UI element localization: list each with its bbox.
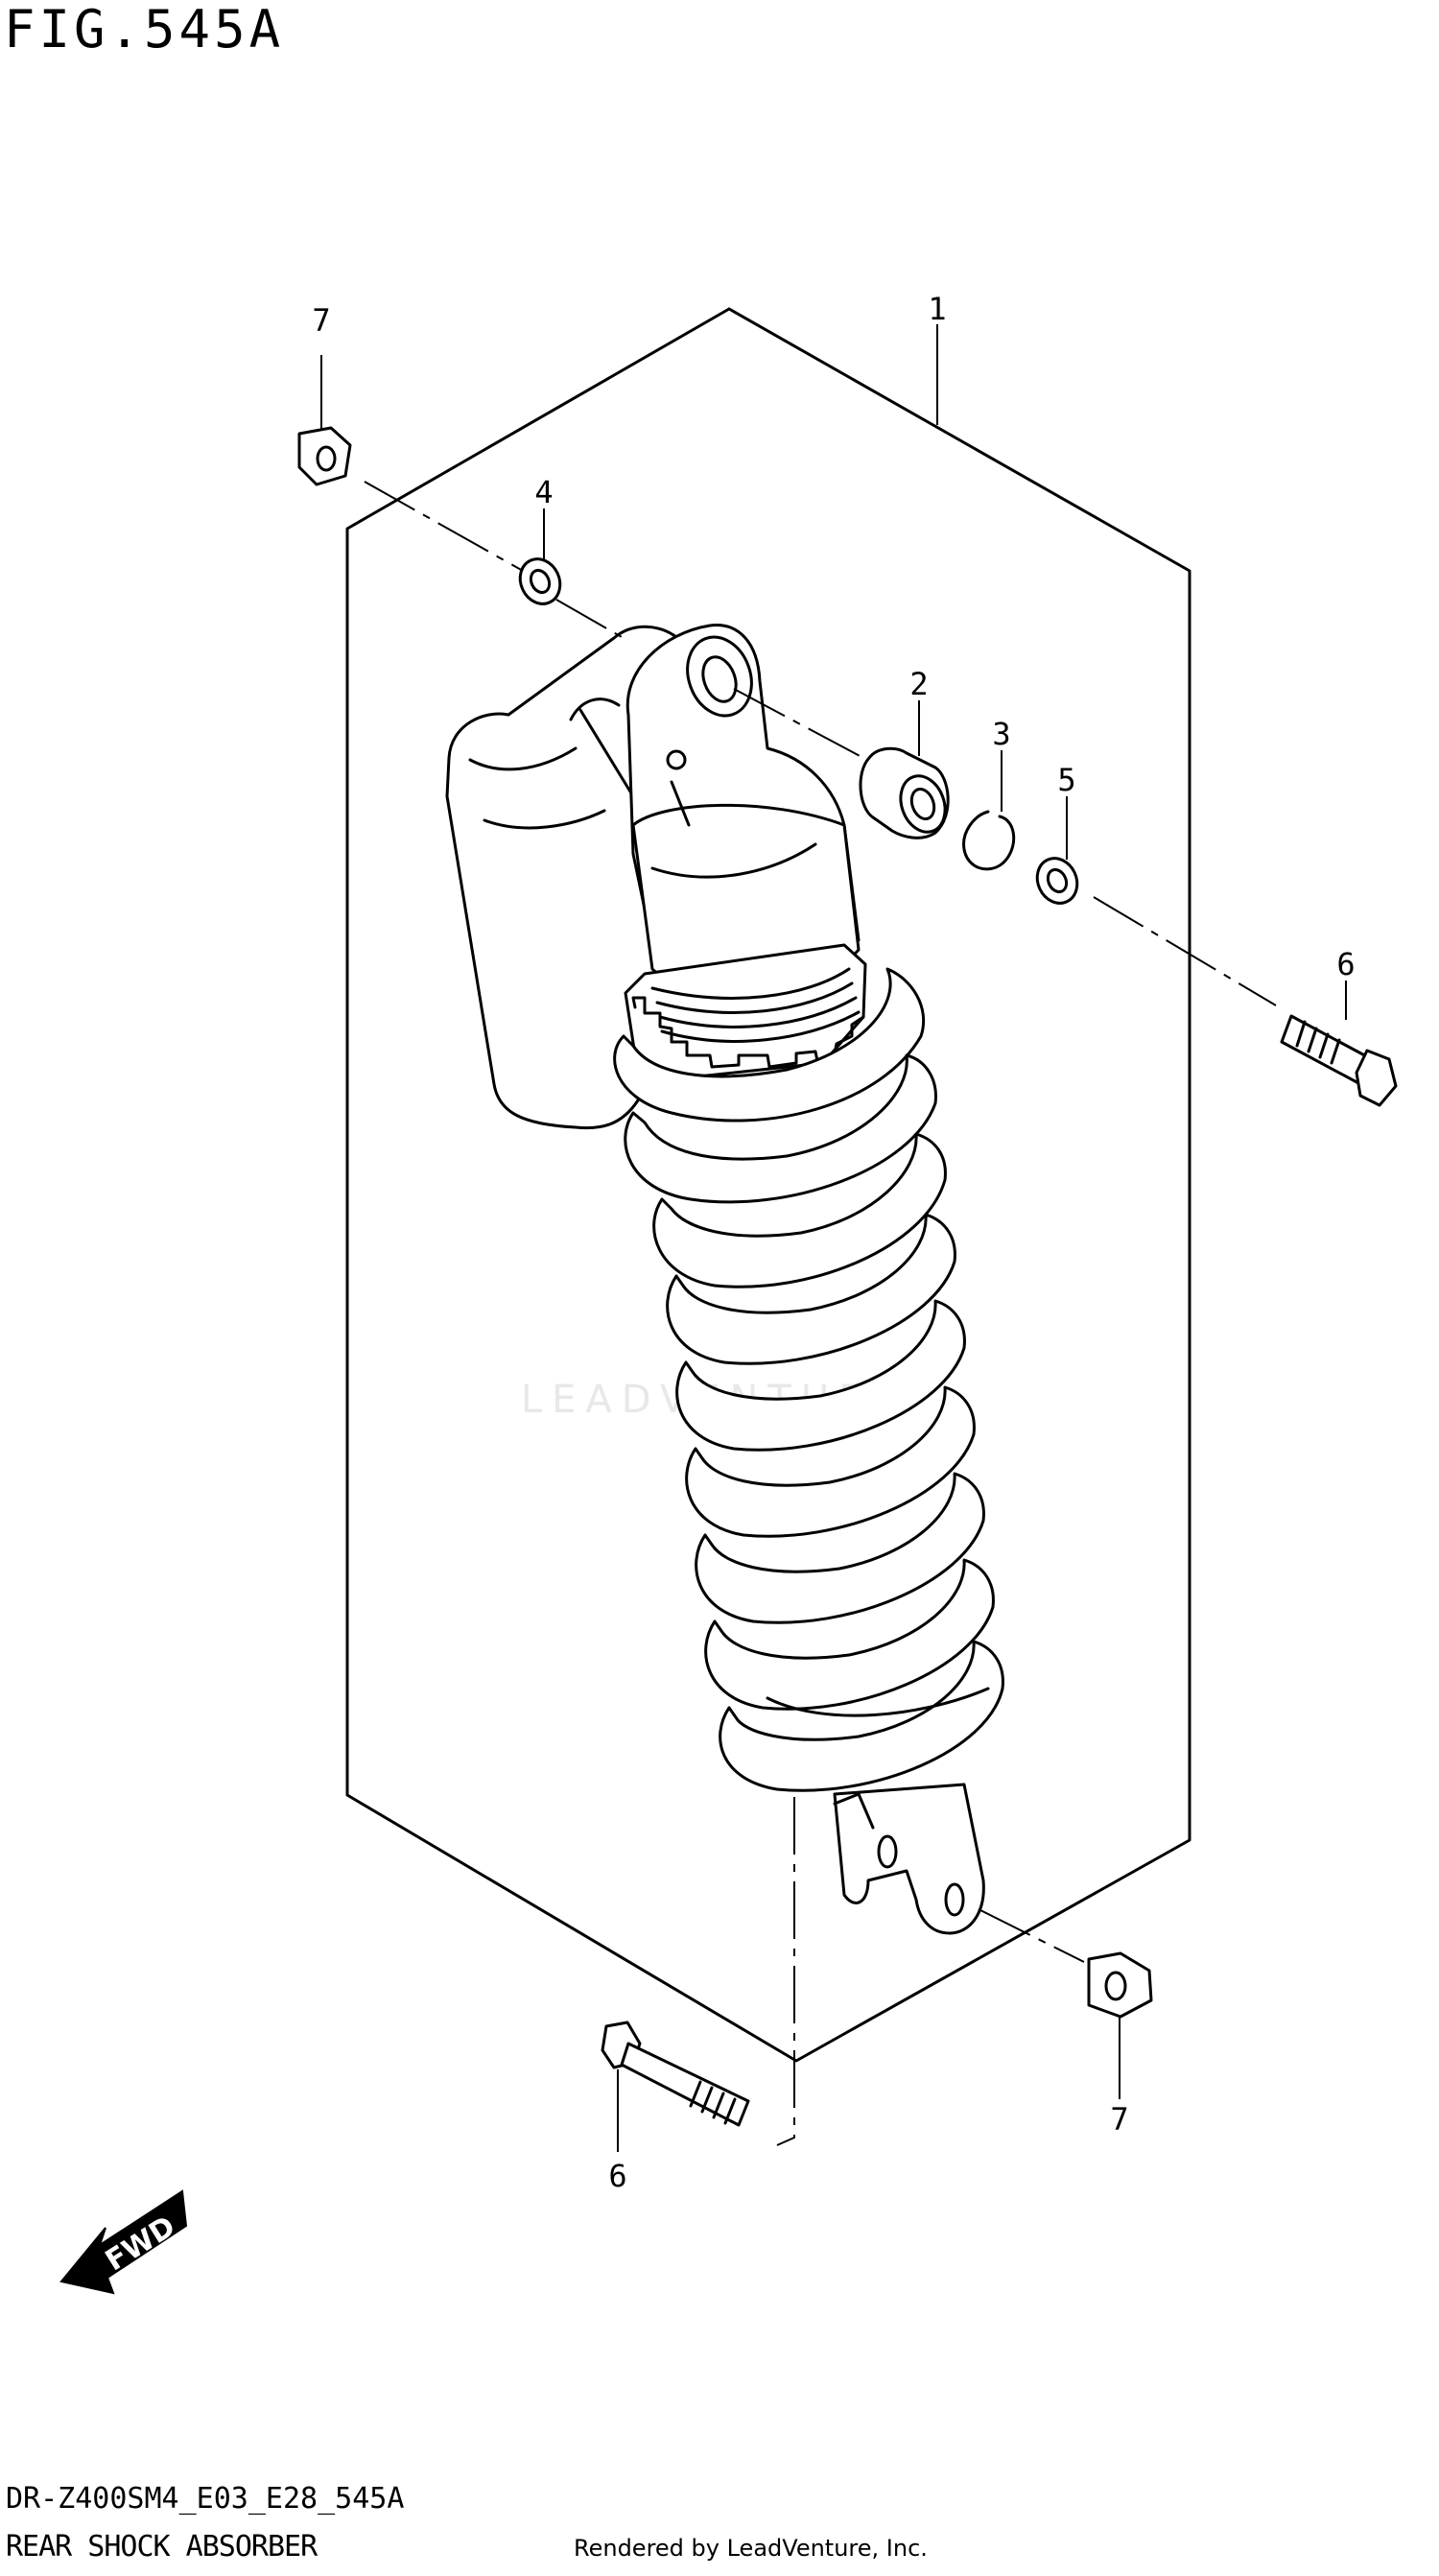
center-lines: [364, 481, 1277, 1963]
callout-4: 4: [534, 474, 553, 510]
rendered-by-credit: Rendered by LeadVenture, Inc.: [574, 2535, 928, 2562]
bushing: [859, 746, 950, 839]
coil-spring: [613, 967, 1004, 1792]
lower-nut: [1087, 1951, 1153, 2019]
callout-6-upper: 6: [1336, 946, 1355, 982]
washer-5: [1035, 857, 1079, 905]
shock-body: [625, 624, 861, 995]
lower-clevis: [833, 1783, 985, 1935]
fwd-arrow-icon: FWD: [59, 2189, 188, 2295]
circlip: [962, 810, 1016, 871]
leader-lines: [320, 324, 1347, 2152]
section-name: REAR SHOCK ABSORBER: [6, 2530, 318, 2564]
assembly-boundary: [345, 307, 1191, 2063]
lower-bolt: [601, 2021, 750, 2127]
model-code: DR-Z400SM4_E03_E28_545A: [6, 2482, 405, 2516]
figure-title: FIG.545A: [4, 0, 285, 59]
callout-2: 2: [909, 666, 928, 702]
callout-5: 5: [1057, 762, 1075, 798]
hidden-bracket: [776, 1797, 795, 2146]
upper-bolt: [1280, 1014, 1398, 1107]
washer-4: [518, 557, 562, 605]
callout-1: 1: [928, 291, 946, 327]
callout-7-upper: 7: [312, 302, 330, 339]
upper-nut: [297, 426, 352, 486]
callout-6-lower: 6: [608, 2158, 626, 2194]
callout-7-lower: 7: [1110, 2101, 1128, 2138]
callout-3: 3: [992, 716, 1010, 752]
